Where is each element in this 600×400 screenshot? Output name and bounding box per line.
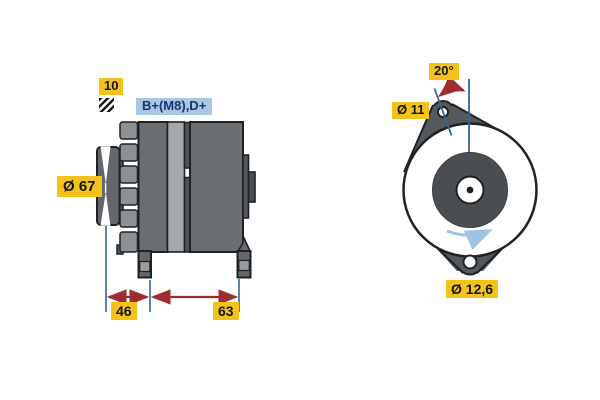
front-view [402, 75, 538, 276]
dimension-63-label: 63 [213, 302, 239, 321]
top-hole-diameter-label: Ø 11 [392, 102, 430, 119]
angle-label: 20° [429, 63, 459, 80]
belt-width-label: 10 [99, 78, 124, 95]
terminal-label: B+(M8),D+ [136, 98, 213, 115]
side-view [96, 121, 256, 312]
belt-hatch-icon [99, 98, 114, 112]
bottom-hole-diameter-label: Ø 12,6 [446, 280, 499, 299]
terminal-block [242, 154, 256, 219]
fan-icon [119, 121, 139, 253]
pulley-diameter-label: Ø 67 [57, 176, 102, 198]
rotation-direction-arrow-icon [446, 229, 493, 250]
rear-housing [189, 121, 244, 253]
bottom-lug-hole [462, 254, 478, 270]
front-mounting-foot [137, 250, 152, 279]
angle-arrow [438, 75, 466, 97]
rear-mounting-foot [236, 250, 252, 279]
stator-band [166, 121, 186, 253]
front-bracket [137, 121, 169, 253]
dimension-46-label: 46 [111, 302, 137, 321]
extension-lines [105, 226, 240, 312]
angle-construction-lines [433, 79, 470, 152]
shaft-center-dot [466, 186, 474, 194]
